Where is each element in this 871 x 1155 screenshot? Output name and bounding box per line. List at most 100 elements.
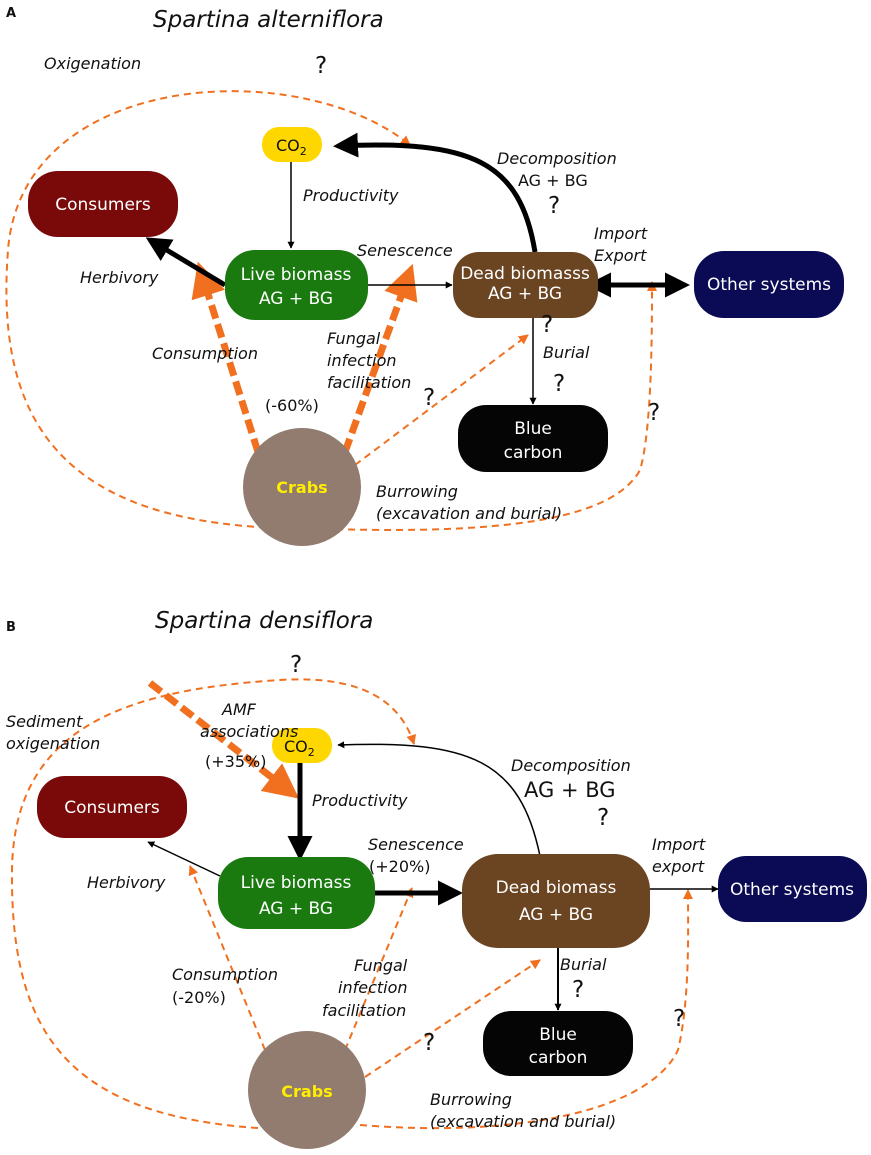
- blue-carbon-label: Blue: [514, 419, 552, 439]
- consumption-arrow: [188, 865, 266, 1051]
- fungal-label-3: facilitation: [327, 373, 411, 392]
- blue-carbon-node: [458, 405, 608, 472]
- consumption-label: Consumption: [152, 344, 258, 363]
- question-mark: ?: [673, 1006, 685, 1032]
- consumption-label: Consumption: [172, 965, 278, 984]
- sediment-label: Sediment: [6, 712, 83, 731]
- sediment-sublabel: oxigenation: [6, 734, 100, 753]
- fungal-label: Fungal: [354, 956, 408, 975]
- oxygenation-label: Oxigenation: [44, 54, 141, 73]
- panel-a-letter: A: [6, 6, 16, 21]
- amf-arrow: [147, 680, 300, 799]
- decomposition-arrow: [337, 741, 541, 857]
- panel-b-title: Spartina densiflora: [155, 608, 373, 634]
- amf-label: AMF: [221, 700, 257, 719]
- question-mark: ?: [548, 193, 560, 219]
- question-mark: ?: [553, 371, 565, 397]
- dead-biomass-label: Dead biomass: [496, 878, 617, 898]
- consumers-node: [37, 776, 187, 838]
- consumption-percent: (-60%): [265, 396, 319, 415]
- other-systems-label: Other systems: [707, 275, 831, 295]
- fungal-label-2: infection: [327, 351, 397, 370]
- question-mark: ?: [541, 312, 553, 338]
- blue-carbon-sublabel: carbon: [529, 1048, 588, 1068]
- burrowing-label: Burrowing: [430, 1090, 512, 1109]
- other-systems-node: [694, 251, 844, 318]
- question-mark: ?: [423, 1030, 435, 1056]
- fungal-label-2: infection: [338, 978, 408, 997]
- productivity-label: Productivity: [303, 186, 399, 205]
- decomposition-sublabel: AG + BG: [524, 778, 616, 802]
- question-mark: ?: [597, 805, 609, 831]
- question-mark: ?: [290, 652, 302, 678]
- decomposition-sublabel: AG + BG: [518, 171, 588, 190]
- co2-subscript: 2: [300, 145, 307, 158]
- import-label: Import: [652, 835, 706, 854]
- blue-carbon-node: [483, 1011, 633, 1076]
- dead-biomass-sublabel: AG + BG: [519, 905, 593, 925]
- burrowing-sublabel: (excavation and burial): [430, 1112, 616, 1131]
- herbivory-arrow: [147, 841, 221, 877]
- amf-percent: (+35%): [205, 752, 266, 771]
- burial-label: Burial: [543, 343, 590, 362]
- oxygenation-arrow: [5, 90, 411, 529]
- fungal-label-3: facilitation: [322, 1001, 406, 1020]
- fungal-arrow: [341, 263, 418, 454]
- consumers-label: Consumers: [64, 798, 160, 818]
- herbivory-label: Herbivory: [87, 873, 166, 892]
- live-biomass-sublabel: AG + BG: [259, 289, 333, 309]
- panel-a: A Spartina alterniflora CO2 Consumers Li…: [5, 6, 844, 546]
- burrowing-sublabel: (excavation and burial): [376, 504, 562, 523]
- decomposition-arrow: [333, 132, 538, 253]
- question-mark: ?: [572, 977, 584, 1003]
- senescence-label: Senescence: [357, 241, 453, 260]
- question-mark: ?: [648, 400, 660, 426]
- amf-sublabel: associations: [200, 722, 298, 741]
- herbivory-arrow: [145, 237, 227, 288]
- fungal-label: Fungal: [327, 329, 381, 348]
- herbivory-label: Herbivory: [80, 268, 159, 287]
- productivity-label: Productivity: [312, 791, 408, 810]
- crabs-label: Crabs: [281, 1082, 332, 1101]
- co2-node: [262, 127, 322, 162]
- co2-subscript: 2: [308, 746, 315, 759]
- consumers-label: Consumers: [55, 195, 151, 215]
- panel-b-letter: B: [6, 620, 16, 635]
- decomposition-label: Decomposition: [511, 756, 631, 775]
- fungal-arrow: [344, 887, 414, 1051]
- live-biomass-sublabel: AG + BG: [259, 899, 333, 919]
- export-label: Export: [594, 246, 647, 265]
- crabs-node: [248, 1031, 366, 1149]
- svg-text:CO2: CO2: [284, 737, 315, 759]
- sediment-oxygenation-arrow: [10, 678, 417, 1131]
- question-mark: ?: [315, 53, 327, 79]
- crabs-label: Crabs: [276, 478, 327, 497]
- question-mark: ?: [423, 385, 435, 411]
- co2-label: CO: [276, 136, 300, 155]
- panel-a-title: Spartina alterniflora: [153, 7, 384, 33]
- senescence-label: Senescence: [368, 835, 464, 854]
- blue-carbon-sublabel: carbon: [504, 443, 563, 463]
- senescence-percent: (+20%): [369, 857, 430, 876]
- live-biomass-label: Live biomass: [241, 873, 352, 893]
- consumers-node: [28, 171, 178, 237]
- svg-text:CO2: CO2: [276, 136, 307, 158]
- crabs-node: [243, 428, 361, 546]
- dead-biomass-label: Dead biomasss: [460, 264, 590, 284]
- live-biomass-node: [218, 857, 375, 929]
- other-systems-node: [718, 856, 867, 922]
- export-label: export: [652, 857, 705, 876]
- co2-node: [272, 728, 332, 763]
- decomposition-label: Decomposition: [497, 149, 617, 168]
- dead-biomass-node: [462, 854, 650, 948]
- burial-label: Burial: [560, 955, 607, 974]
- live-biomass-node: [225, 250, 368, 320]
- crab-to-dead-arrow: [354, 334, 529, 466]
- panel-b: B Spartina densiflora CO2 Consumers Live…: [6, 608, 867, 1149]
- burrowing-label: Burrowing: [376, 482, 458, 501]
- burrowing-arrow: [359, 889, 694, 1130]
- consumption-arrow: [191, 261, 262, 454]
- live-biomass-label: Live biomass: [241, 265, 352, 285]
- consumption-percent: (-20%): [172, 988, 226, 1007]
